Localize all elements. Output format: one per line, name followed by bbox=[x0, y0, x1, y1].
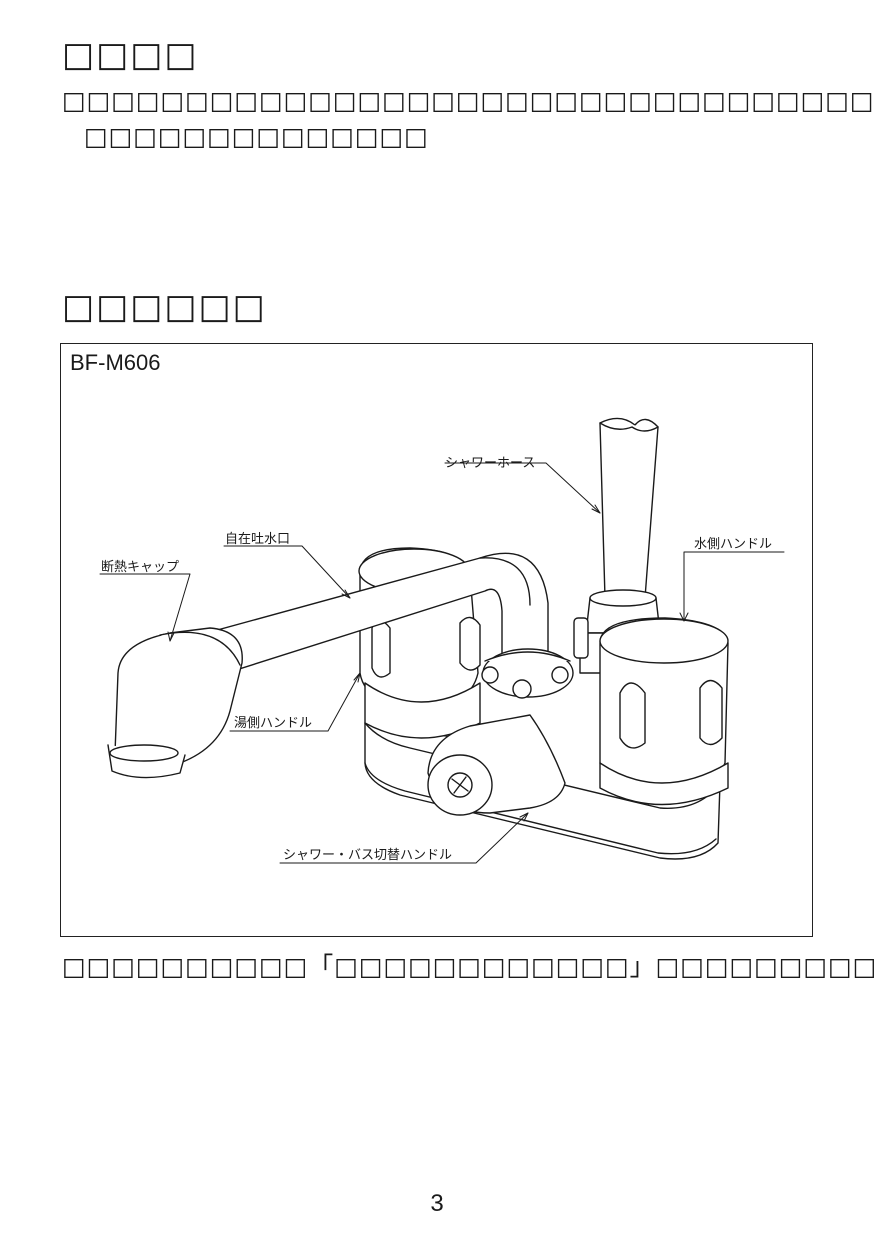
faucet-illustration bbox=[99, 417, 785, 864]
cold-handle bbox=[599, 617, 729, 806]
diagram-frame bbox=[60, 343, 813, 937]
spout-head bbox=[107, 627, 243, 779]
switch-handle bbox=[427, 714, 566, 816]
model-number: BF-M606 bbox=[70, 350, 161, 375]
page-number: 3 bbox=[430, 1190, 444, 1217]
leader-lines bbox=[99, 462, 785, 864]
diagram-note: □□□□□□□□□□「□□□□□□□□□□□□」□□□□□□□□□ bbox=[62, 952, 874, 981]
label-cold-handle: 水側ハンドル bbox=[694, 537, 773, 552]
section-heading-2: □□□□□□ bbox=[62, 287, 267, 327]
label-switch-handle: シャワー・バス切替ハンドル bbox=[283, 848, 453, 863]
label-shower-hose: シャワーホース bbox=[445, 456, 536, 471]
section-heading-1: □□□□ bbox=[62, 35, 199, 75]
label-insulation-cap: 断熱キャップ bbox=[101, 560, 180, 575]
section-1-text-line-1: □□□□□□□□□□□□□□□□□□□□□□□□□□□□□□□□□□ bbox=[62, 86, 874, 115]
section-1-text-line-2: □□□□□□□□□□□□□□ bbox=[84, 122, 429, 151]
spout bbox=[169, 552, 574, 699]
label-hot-handle: 湯側ハンドル bbox=[234, 716, 313, 731]
label-spout: 自在吐水口 bbox=[225, 532, 291, 547]
